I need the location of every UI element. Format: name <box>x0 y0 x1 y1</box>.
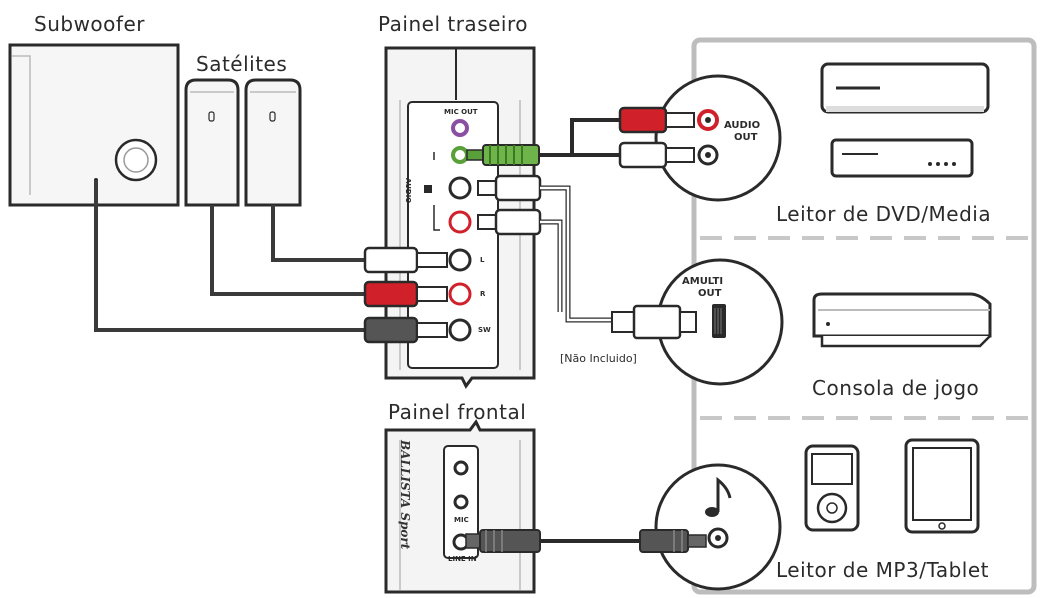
subwoofer-label: Subwoofer <box>34 12 145 36</box>
front-mic-label: MIC <box>454 516 469 524</box>
not-included-label: [Não Incluido] <box>560 352 637 365</box>
brand-label: BALLISTA Sport <box>398 440 412 550</box>
line-in-callout <box>654 463 782 591</box>
mp3-label: Leitor de MP3/Tablet <box>776 558 990 582</box>
audio-out-callout <box>618 74 782 202</box>
game-console-icon <box>812 292 992 348</box>
aux-rca-plugs <box>477 174 542 236</box>
front-mic-jack <box>453 494 469 510</box>
mp3-player-icon <box>804 444 860 532</box>
audio-out-label-2: OUT <box>734 132 758 143</box>
music-note-icon <box>705 507 719 517</box>
mic-out-label: MIC OUT <box>444 108 478 116</box>
plug-l <box>363 246 448 274</box>
dvd-label: Leitor de DVD/Media <box>776 202 992 226</box>
aux-vertical-label: AUDIO <box>404 178 412 204</box>
green-plug <box>466 144 540 166</box>
front-linein-label: LINE IN <box>448 555 477 563</box>
out-sw-jack <box>448 318 472 342</box>
out-l-jack <box>448 248 472 272</box>
l-cable <box>271 205 370 262</box>
aux-white-jack <box>448 176 472 200</box>
satellite-right <box>244 78 302 207</box>
plug-sw <box>363 316 448 344</box>
sw-cable <box>94 180 370 332</box>
rear-panel-label: Painel traseiro <box>378 12 528 36</box>
aux-red-jack <box>448 210 472 234</box>
satellites-label: Satélites <box>196 52 288 76</box>
jack-sw-label: SW <box>478 326 491 334</box>
front-panel-label: Painel frontal <box>388 400 527 424</box>
mic-out-jack <box>451 119 469 137</box>
console-label: Consola de jogo <box>812 376 980 400</box>
subwoofer-unit <box>8 43 180 207</box>
jack-l-label: L <box>480 256 485 264</box>
dvd-player-icon <box>820 62 990 178</box>
r-cable <box>210 205 370 296</box>
jack-r-label: R <box>480 290 486 298</box>
plug-r <box>363 280 448 308</box>
multi-out-label-1: AMULTI <box>682 276 724 287</box>
aux-green-jack <box>451 146 469 164</box>
front-headphone-jack <box>453 460 469 476</box>
tablet-icon <box>904 438 980 534</box>
multi-out-label-2: OUT <box>698 288 722 299</box>
satellite-left <box>184 78 240 207</box>
out-r-jack <box>448 282 472 306</box>
multi-out-callout <box>611 258 784 386</box>
audio-out-label-1: AUDIO <box>724 120 761 131</box>
